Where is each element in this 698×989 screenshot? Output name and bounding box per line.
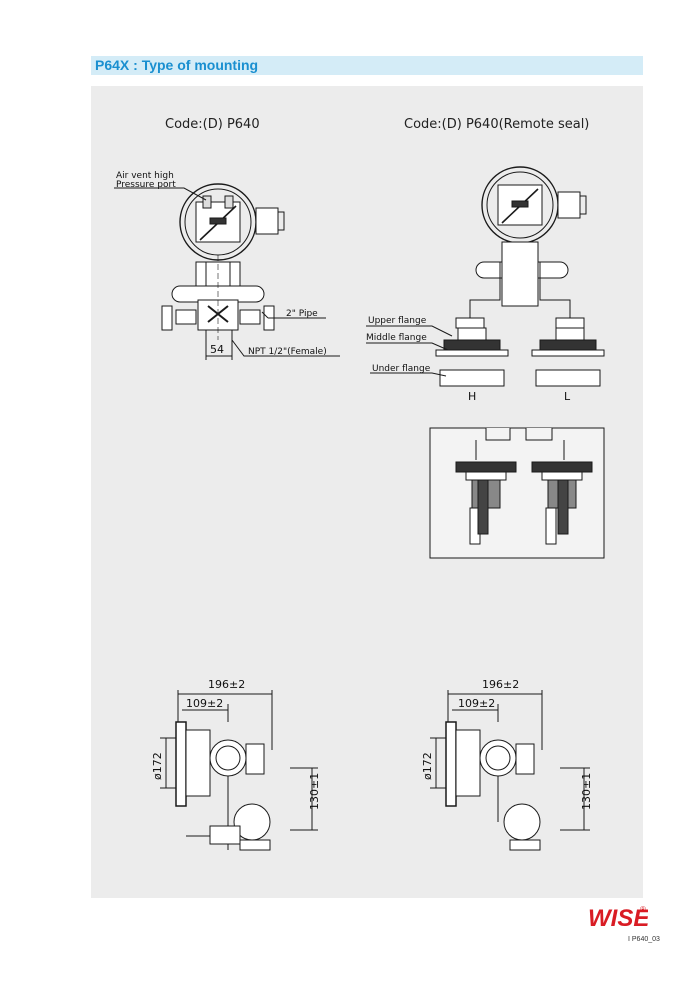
pipe-label: 2" Pipe [286,309,318,319]
dim-196-left: 196±2 [208,678,245,691]
under-flange-label: Under flange [372,364,431,374]
l-label: L [564,390,571,403]
dim-130-right: 130±1 [580,773,593,810]
dim-172-left: ø172 [151,752,164,780]
flange-detail [429,427,605,559]
side-view-right [430,690,590,851]
brand-reg-mark: ® [640,905,646,914]
section-title: P64X : Type of mounting [95,57,259,73]
code-right: Code:(D) P640(Remote seal) [404,117,589,132]
brand-logo-text: WISE [588,905,648,930]
p640-drawing [114,183,340,360]
middle-flange-label: Middle flange [366,333,427,343]
upper-flange-label: Upper flange [368,316,427,326]
section-header: P64X : Type of mounting [91,56,643,75]
npt-label: NPT 1/2"(Female) [248,347,327,357]
wise-logo: WISE ® [588,905,648,930]
dim-196-right: 196±2 [482,678,519,691]
air-vent-label-1: Air vent high [116,171,174,181]
code-left: Code:(D) P640 [165,117,260,132]
dim-109-right: 109±2 [458,697,495,710]
dim-172-right: ø172 [421,752,434,780]
dim-109-left: 109±2 [186,697,223,710]
dim-130-left: 130±1 [308,773,321,810]
air-vent-label-2: Pressure port [116,180,176,190]
document-id: I P640_03 [628,936,660,943]
h-label: H [468,390,476,403]
dim-54: 54 [210,343,224,356]
remote-seal-drawing [366,166,605,387]
side-view-left [160,690,318,851]
